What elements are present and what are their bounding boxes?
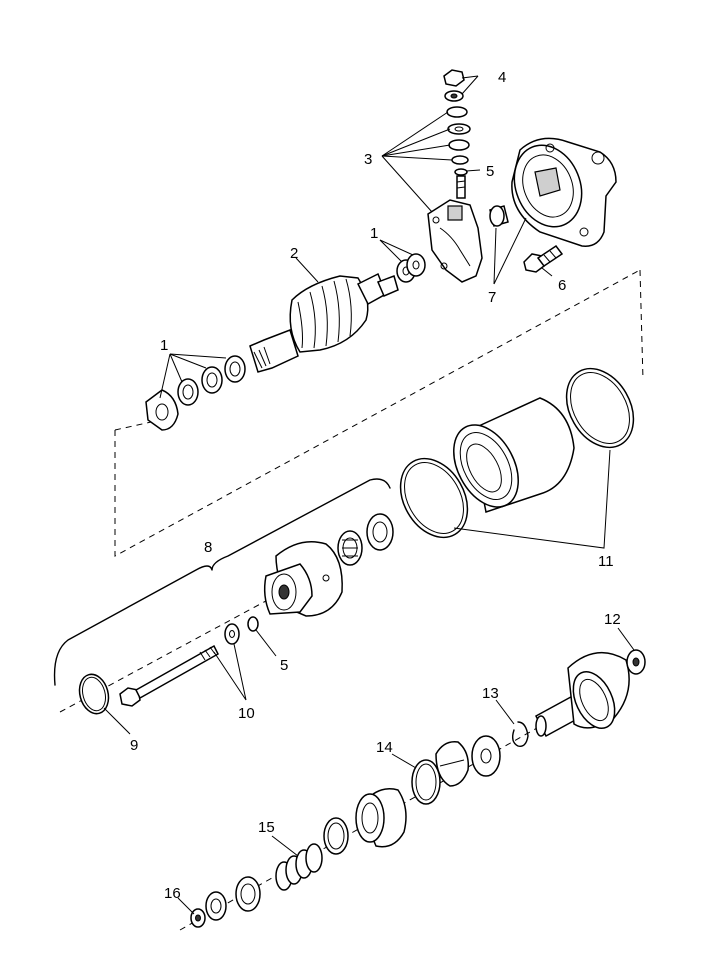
callout-6: 6 [558,277,566,294]
through-bolt [119,644,219,707]
clutch-gear [323,788,407,855]
callout-9: 9 [130,737,138,754]
field-yoke [399,367,635,539]
bolt-6 [523,244,564,273]
bushing [489,205,509,227]
armature-washers-left [145,355,246,431]
snap-ring-thrust [411,721,529,805]
pinion-shaft [535,649,646,738]
callout-2: 2 [290,245,298,262]
callout-16: 16 [164,885,181,902]
end-cover [511,137,617,247]
armature-washers-top [396,253,426,283]
front-housing [263,541,343,617]
spring [275,843,323,891]
callout-14: 14 [376,739,393,756]
callout-7: 7 [488,289,496,306]
washer-oring-5 [224,616,259,645]
callout-12: 12 [604,611,621,628]
bearings [337,513,394,566]
callout-5-top: 5 [486,163,494,180]
brush-plate [427,199,483,283]
callout-1-left: 1 [160,337,168,354]
callout-4: 4 [498,69,506,86]
callout-11: 11 [598,553,614,570]
callout-8: 8 [204,539,212,556]
callout-3: 3 [364,151,372,168]
leader-lines [103,75,635,915]
callout-5-lower: 5 [280,657,288,674]
armature [249,272,399,373]
oring-9 [78,673,110,715]
group-bracket-8 [53,478,391,686]
callout-15: 15 [258,819,275,836]
callout-13: 13 [482,685,499,702]
front-washers [190,876,261,928]
dashed-guide-lines [59,269,644,931]
callout-1-top: 1 [370,225,378,242]
callout-10: 10 [238,705,255,722]
callout-labels: 4 3 5 1 2 6 7 1 8 11 12 5 13 10 9 14 15 … [130,69,621,902]
